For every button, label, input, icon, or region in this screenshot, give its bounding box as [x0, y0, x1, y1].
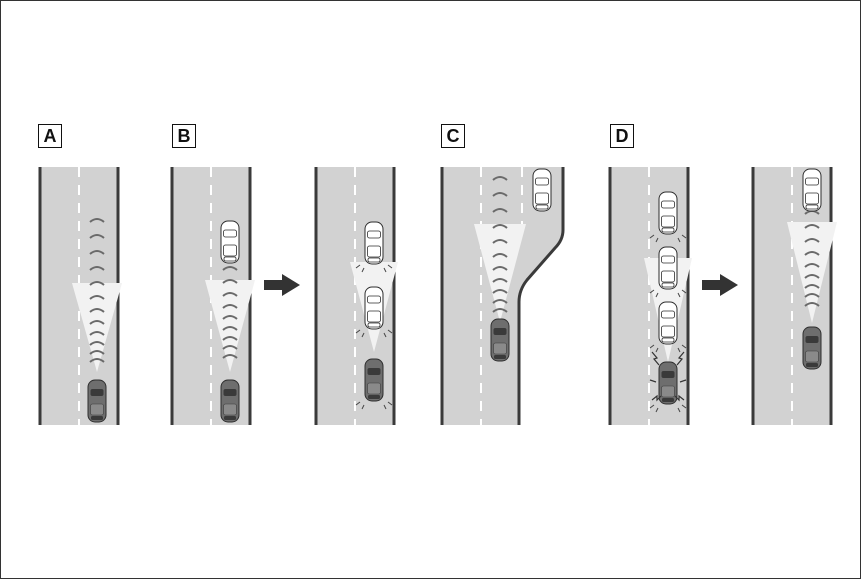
panel-b-before-scene: [170, 167, 255, 425]
panel-a-scene: [38, 167, 122, 425]
lead-car-icon: [658, 301, 678, 345]
lead-car-icon: [658, 191, 678, 235]
lead-car-icon: [364, 286, 384, 330]
sensor-beam: [474, 224, 526, 322]
right-arrow-icon: [702, 274, 738, 296]
panel-label-b: B: [172, 124, 196, 148]
panel-d-before-scene: [608, 167, 692, 425]
lead-car-icon: [220, 220, 240, 264]
lead-car-icon: [532, 168, 552, 212]
ego-car-icon: [364, 358, 384, 402]
panel-b-after-scene: [314, 167, 398, 425]
sensor-beam: [787, 222, 837, 323]
lead-car-icon: [364, 221, 384, 265]
panel-d-after-scene: [751, 167, 837, 425]
ego-car-icon: [220, 379, 240, 423]
lead-car-icon: [802, 168, 822, 212]
ego-car-icon: [658, 361, 678, 405]
ego-car-icon: [802, 326, 822, 370]
warning-flash-icon: [649, 351, 687, 402]
panel-label-d: D: [610, 124, 634, 148]
panel-c-scene: [440, 167, 565, 425]
right-arrow-icon: [264, 274, 300, 296]
lead-car-icon: [658, 246, 678, 290]
panel-label-c: C: [441, 124, 465, 148]
panel-label-a: A: [38, 124, 62, 148]
sensor-beam: [72, 283, 122, 372]
ego-car-icon: [87, 379, 107, 423]
ego-car-icon: [490, 318, 510, 362]
